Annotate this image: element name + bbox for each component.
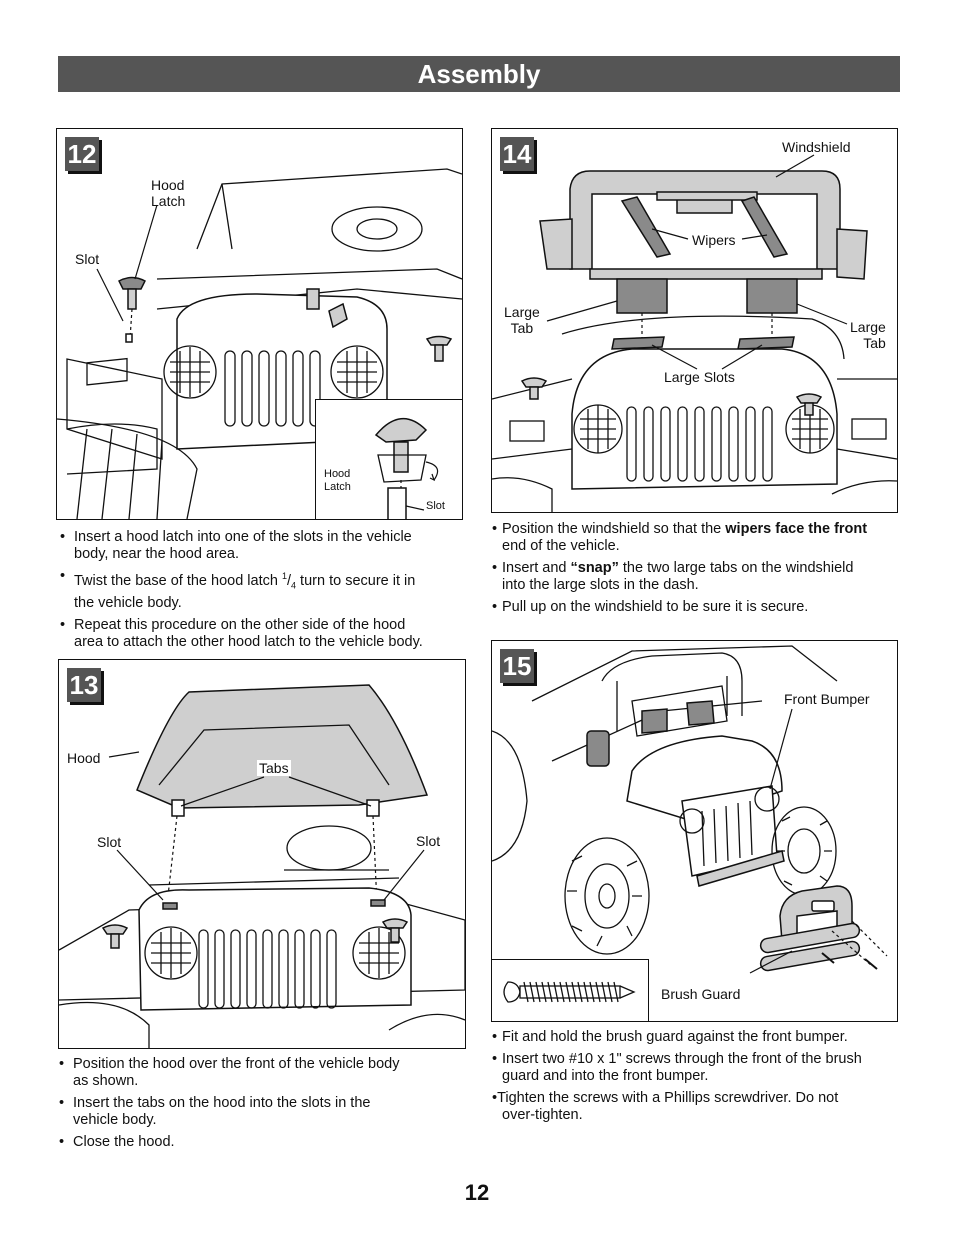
- slot-left-label: Slot: [97, 834, 122, 850]
- step-13-illustration: Hood Tabs Slot Slot 13: [58, 659, 466, 1049]
- large-tab-right-label: Large Tab: [850, 319, 886, 351]
- step-14-instruction-3-line1: Pull up on the windshield to be sure it …: [502, 599, 809, 615]
- step-12-instruction-1-line2: body, near the hood area.: [74, 546, 239, 562]
- windshield-label: Windshield: [782, 139, 851, 155]
- step-14-illustration: Windshield Wipers Large Tab Large Tab La…: [491, 128, 898, 513]
- step-14-instruction-1-pre: Position the windshield so that the: [502, 521, 726, 537]
- step-13-badge: 13: [67, 668, 101, 702]
- step-12-instruction-1: Insert a hood latch into one of the slot…: [58, 529, 458, 563]
- step-15-instruction-3-line2: over-tighten.: [502, 1107, 583, 1123]
- step-14-instruction-2-bold: “snap”: [570, 560, 619, 576]
- large-slots-label: Large Slots: [664, 369, 735, 385]
- large-tab-right-line1: Large: [850, 319, 886, 335]
- step-12-badge: 12: [65, 137, 99, 171]
- step-14-instruction-2-pre: Insert and: [502, 560, 571, 576]
- step-15-instruction-2-line1: Insert two #10 x 1" screws through the f…: [502, 1051, 862, 1067]
- inset-hood-latch-line2: Latch: [324, 481, 351, 493]
- step-15-badge: 15: [500, 649, 534, 683]
- screw-detail-inset: [492, 959, 649, 1021]
- step-15-instruction-2-line2: guard and into the front bumper.: [502, 1068, 709, 1084]
- jeep-hood-placement-drawing: [59, 684, 465, 1048]
- step-15-illustration: Front Bumper Brush Guard 15: [491, 640, 898, 1022]
- page-number: 12: [464, 1180, 490, 1205]
- step-13-instructions: Position the hood over the front of the …: [57, 1056, 457, 1156]
- step-12-instruction-2-line2: the vehicle body.: [74, 594, 182, 611]
- step-12-instruction-1-line1: Insert a hood latch into one of the slot…: [74, 529, 412, 545]
- large-tab-left-line1: Large: [504, 304, 540, 320]
- brush-guard-label: Brush Guard: [661, 986, 741, 1002]
- step-12-illustration: Hood Latch Slot Hood Latch Slot 12: [56, 128, 463, 520]
- step-14-instruction-2: Insert and “snap” the two large tabs on …: [492, 560, 902, 594]
- step-14-instruction-1-line2: end of the vehicle.: [502, 538, 620, 554]
- step-15-instruction-3-line1: •Tighten the screws with a Phillips scre…: [492, 1090, 839, 1106]
- step-14-instructions: Position the windshield so that the wipe…: [492, 521, 902, 621]
- wipers-label: Wipers: [690, 232, 738, 248]
- step-13-instruction-3: Close the hood.: [57, 1134, 457, 1151]
- step-12-instructions: Insert a hood latch into one of the slot…: [58, 529, 458, 656]
- step-14-badge: 14: [500, 137, 534, 171]
- inset-slot-label: Slot: [426, 500, 445, 512]
- jeep-brush-guard-drawing: [492, 645, 888, 974]
- front-bumper-label: Front Bumper: [784, 691, 870, 707]
- tabs-label: Tabs: [257, 760, 291, 776]
- step-15-instruction-1: Fit and hold the brush guard against the…: [492, 1029, 902, 1046]
- step-15-instruction-2: Insert two #10 x 1" screws through the f…: [492, 1051, 902, 1085]
- step-15-instruction-3: •Tighten the screws with a Phillips scre…: [492, 1090, 902, 1124]
- hood-latch-detail-drawing: [374, 417, 439, 519]
- hood-latch-label-line1: Hood: [151, 177, 185, 193]
- step-14-instruction-2-post: the two large tabs on the windshield: [618, 560, 854, 576]
- hood-latch-label: Hood Latch: [151, 177, 185, 209]
- slot-label: Slot: [75, 251, 100, 267]
- step-13-instruction-2-line2: vehicle body.: [73, 1112, 157, 1128]
- step-13-instruction-2-line1: Insert the tabs on the hood into the slo…: [73, 1095, 371, 1111]
- step-13-instruction-3-line1: Close the hood.: [73, 1134, 175, 1150]
- slot-right-label: Slot: [416, 833, 441, 849]
- step-14-instruction-2-line2: into the large slots in the dash.: [502, 577, 699, 593]
- step-15-instructions: Fit and hold the brush guard against the…: [492, 1029, 902, 1129]
- step-14-instruction-1: Position the windshield so that the wipe…: [492, 521, 902, 555]
- fraction-denominator: 4: [291, 580, 297, 591]
- page-title: Assembly: [58, 56, 900, 92]
- step-12-instruction-2: Twist the base of the hood latch 1/4 tur…: [58, 568, 458, 612]
- hood-latch-detail-inset: Hood Latch Slot: [315, 399, 462, 519]
- step-12-instruction-3: Repeat this procedure on the other side …: [58, 617, 458, 651]
- hood-label: Hood: [67, 750, 101, 766]
- step-15-instruction-1-line1: Fit and hold the brush guard against the…: [502, 1029, 848, 1045]
- step-12-instruction-3-line2: area to attach the other hood latch to t…: [74, 633, 423, 650]
- step-14-instruction-3: Pull up on the windshield to be sure it …: [492, 599, 902, 616]
- step-13-instruction-1: Position the hood over the front of the …: [57, 1056, 457, 1090]
- screw-icon: [503, 981, 636, 1003]
- fraction-numerator: 1: [281, 571, 287, 581]
- step-12-instruction-2-pre: Twist the base of the hood latch: [74, 572, 282, 589]
- large-tab-right-line2: Tab: [863, 335, 886, 351]
- hood-latch-label-line2: Latch: [151, 193, 186, 209]
- inset-hood-latch-line1: Hood: [324, 468, 351, 480]
- step-13-instruction-1-line2: as shown.: [73, 1073, 139, 1089]
- step-13-instruction-2: Insert the tabs on the hood into the slo…: [57, 1095, 457, 1129]
- step-12-instruction-2-post: turn to secure it in: [296, 572, 416, 589]
- step-13-instruction-1-line1: Position the hood over the front of the …: [73, 1056, 400, 1072]
- step-14-instruction-1-bold: wipers face the front: [725, 521, 868, 537]
- large-tab-left-label: Large Tab: [504, 304, 540, 336]
- large-tab-left-line2: Tab: [510, 320, 534, 336]
- step-12-instruction-3-line1: Repeat this procedure on the other side …: [74, 616, 406, 633]
- jeep-windshield-drawing: [492, 154, 897, 512]
- inset-hood-latch-label: Hood Latch: [324, 468, 351, 494]
